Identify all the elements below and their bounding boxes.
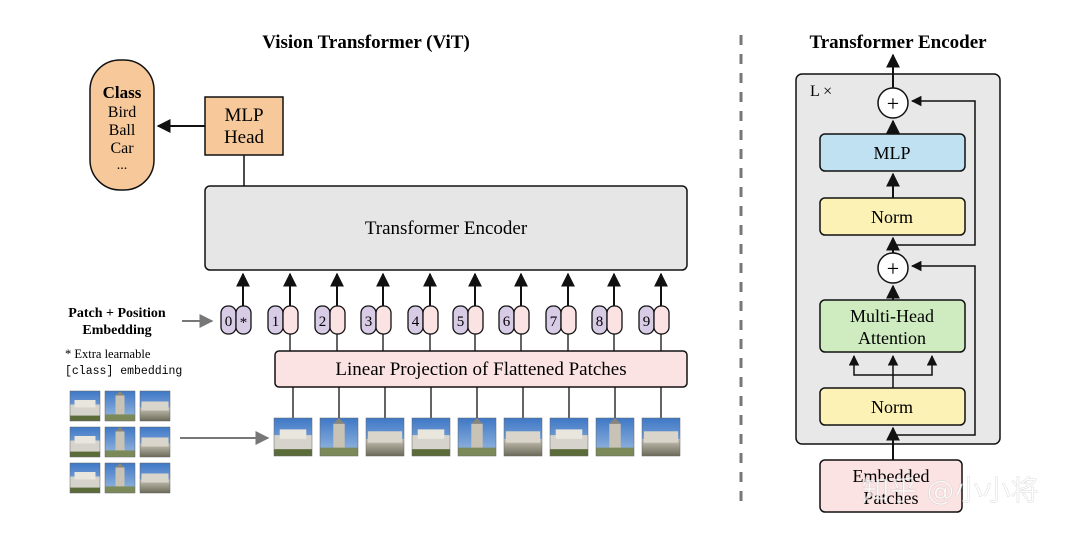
flattened-patch-sequence <box>273 417 681 457</box>
mlp-head-box: MLP Head <box>204 96 284 156</box>
grid-patch-image <box>139 426 171 458</box>
embedded-patches-line1: Embedded <box>853 466 930 486</box>
plus-symbol: + <box>887 256 899 281</box>
flattened-patch-image <box>457 417 497 457</box>
position-number: 5 <box>457 314 465 330</box>
patch-embedding-pill <box>606 305 623 335</box>
embedded-patches-line2: Patches <box>864 488 919 508</box>
mha-line2: Attention <box>858 328 926 348</box>
embedding-token: 7 <box>545 272 577 351</box>
flattened-patch-image <box>549 417 589 457</box>
patch-embedding-pill <box>467 305 484 335</box>
encoder-norm-bottom-box: Norm <box>819 387 966 426</box>
embedding-token: 9 <box>638 272 670 351</box>
encoder-detail-title: Transformer Encoder <box>809 32 987 53</box>
grid-patch-image <box>104 462 136 494</box>
embedded-patches-box: Embedded Patches <box>819 459 963 513</box>
grid-patch-image <box>139 462 171 494</box>
mlp-head-line2: Head <box>224 127 265 148</box>
position-number: 7 <box>550 314 558 330</box>
grid-patch-image <box>69 462 101 494</box>
position-number: 1 <box>272 314 280 330</box>
encoder-norm-bottom-label: Norm <box>871 397 913 417</box>
patch-embedding-pill <box>375 305 392 335</box>
encoder-mlp-box: MLP <box>819 133 966 172</box>
transformer-encoder-box: Transformer Encoder <box>204 185 688 271</box>
residual-add-middle: + <box>877 252 909 284</box>
class-heading: Class <box>103 83 142 102</box>
flattened-patch-image <box>365 417 405 457</box>
embedding-token: 1 <box>267 272 299 351</box>
residual-connection-bottom <box>893 260 976 436</box>
flattened-patch-image <box>503 417 543 457</box>
embedding-token: 5 <box>452 272 484 351</box>
position-number: 3 <box>365 314 373 330</box>
position-number: 6 <box>503 314 511 330</box>
residual-connection-top <box>893 95 976 246</box>
position-number: 9 <box>643 314 651 330</box>
position-number: 8 <box>596 314 604 330</box>
class-item: ... <box>117 158 128 173</box>
grid-patch-image <box>69 390 101 422</box>
class-item: Ball <box>109 122 136 139</box>
class-item: Car <box>110 140 134 157</box>
embedding-token: 8 <box>591 272 623 351</box>
grid-patch-image <box>104 426 136 458</box>
patch-embedding-pill <box>282 305 299 335</box>
embedding-token: 3 <box>360 272 392 351</box>
patch-embedding-pill <box>329 305 346 335</box>
grid-patch-image <box>104 390 136 422</box>
flattened-patch-image <box>319 417 359 457</box>
flattened-patch-image <box>641 417 681 457</box>
patch-embedding-pill <box>422 305 439 335</box>
qkv-split-arrows <box>848 354 938 388</box>
patch-embedding-pill <box>653 305 670 335</box>
embedding-label-line1: Patch + Position <box>68 306 166 321</box>
embedding-token: 6 <box>498 272 530 351</box>
repeat-label: L × <box>810 83 832 100</box>
embedding-token: 0* <box>220 272 252 335</box>
input-image-patch-grid <box>69 390 171 494</box>
extra-note-line2: [class] embedding <box>65 365 182 378</box>
mha-line1: Multi-Head <box>850 306 934 326</box>
transformer-encoder-label: Transformer Encoder <box>365 218 528 239</box>
flattened-patch-image <box>273 417 313 457</box>
encoder-norm-top-label: Norm <box>871 207 913 227</box>
multi-head-attention-box: Multi-Head Attention <box>819 299 966 353</box>
vit-title: Vision Transformer (ViT) <box>262 32 470 53</box>
watermark: 知乎 @小小将 <box>862 474 1039 507</box>
class-token-symbol: * <box>240 315 248 331</box>
patch-connectors <box>292 387 662 418</box>
extra-note-line1: * Extra learnable <box>65 347 151 361</box>
patch-embedding-pill <box>560 305 577 335</box>
class-item: Bird <box>108 104 136 121</box>
grid-patch-image <box>69 426 101 458</box>
position-number: 2 <box>319 314 327 330</box>
residual-add-top: + <box>877 87 909 119</box>
encoder-norm-top-box: Norm <box>819 197 966 236</box>
embedding-token: 4 <box>407 272 439 351</box>
grid-patch-image <box>139 390 171 422</box>
position-number: 4 <box>412 314 420 330</box>
linear-projection-box: Linear Projection of Flattened Patches <box>274 350 688 388</box>
embedding-token: 2 <box>314 272 346 351</box>
position-number: 0 <box>225 314 233 330</box>
class-output-box: Class Bird Ball Car ... <box>89 59 155 191</box>
flattened-patch-image <box>595 417 635 457</box>
patch-embedding-pill <box>513 305 530 335</box>
plus-symbol: + <box>887 91 899 116</box>
linear-projection-label: Linear Projection of Flattened Patches <box>335 359 626 380</box>
flattened-patch-image <box>411 417 451 457</box>
mlp-head-line1: MLP <box>224 105 263 126</box>
embedding-label-line2: Embedding <box>82 323 151 338</box>
encoder-mlp-label: MLP <box>873 143 910 163</box>
